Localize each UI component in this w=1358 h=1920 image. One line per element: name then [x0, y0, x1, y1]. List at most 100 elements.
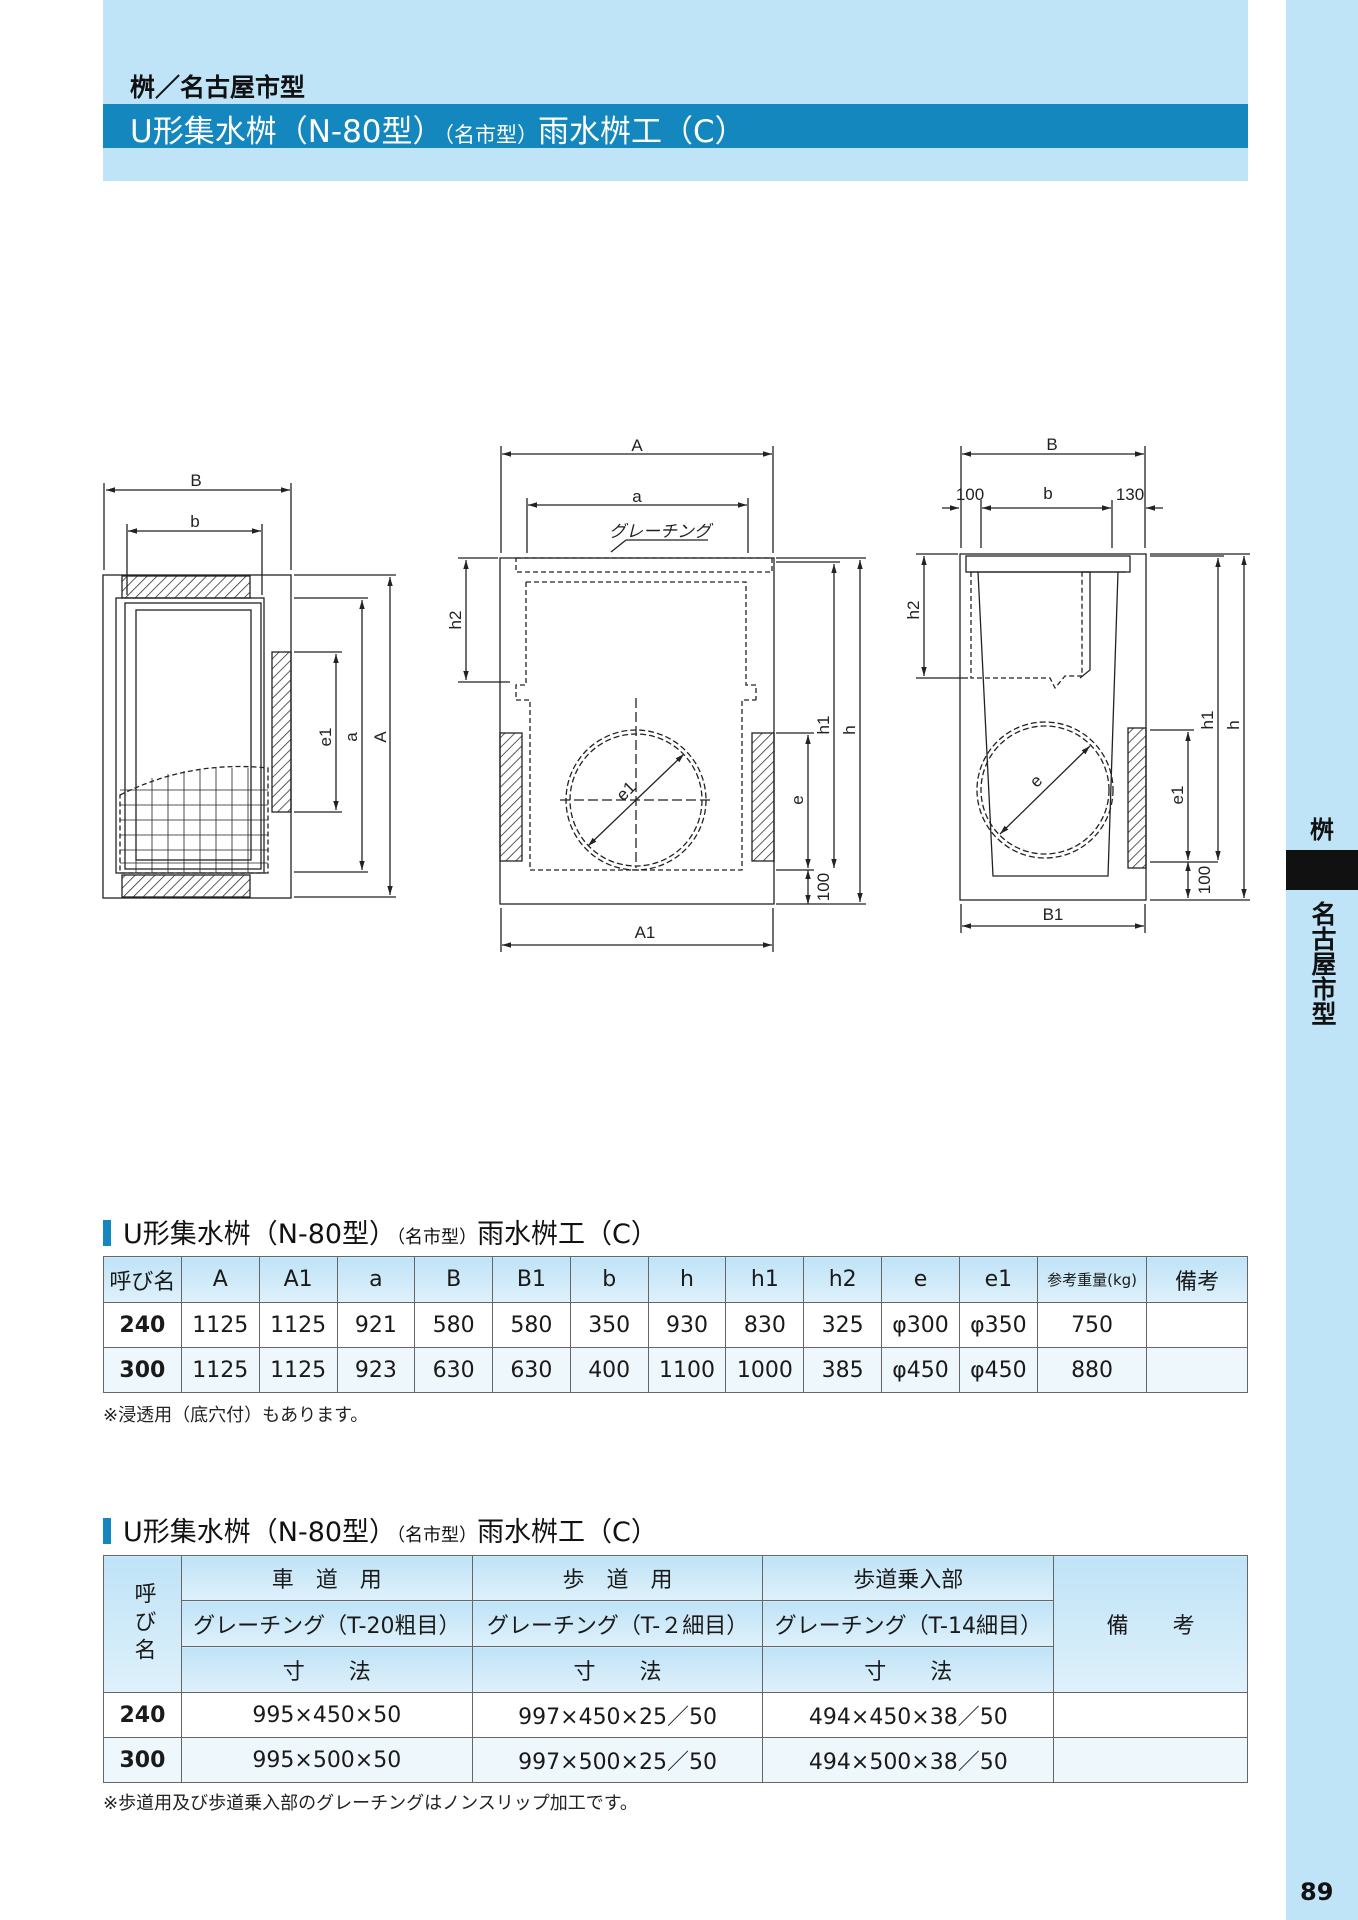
side-dim-130: 130: [1116, 485, 1144, 504]
table2-title: U形集水桝（N-80型）（名市型）雨水桝工（C）: [103, 1510, 658, 1549]
col-header: B: [414, 1256, 494, 1303]
table-cell: 630: [492, 1347, 571, 1393]
table-cell: 921: [336, 1302, 416, 1348]
front-dim-h: h: [840, 725, 859, 734]
col-header-name: 呼び名: [103, 1555, 182, 1693]
plan-view: [102, 483, 396, 899]
table-cell: 240: [103, 1302, 182, 1348]
front-dim-h2: h2: [446, 611, 465, 630]
group-header: 歩道乗入部: [762, 1555, 1055, 1601]
front-dim-100: 100: [814, 873, 833, 901]
side-dim-e1: e1: [1168, 786, 1187, 805]
title-marker: [103, 1220, 111, 1246]
grating-table: 呼び名 車 道 用 歩 道 用 歩道乗入部 備 考 グレーチング（T-20粗目）…: [103, 1555, 1248, 1783]
col-header: h1: [725, 1256, 805, 1303]
table-cell: 400: [569, 1347, 649, 1393]
plan-dim-B: B: [190, 471, 201, 490]
table-cell: 830: [725, 1302, 805, 1348]
col-header: e: [881, 1256, 960, 1303]
table2-note: ※歩道用及び歩道乗入部のグレーチングはノンスリップ加工です。: [103, 1793, 638, 1814]
table-cell: 1100: [647, 1347, 727, 1393]
group-header: 車 道 用: [180, 1555, 473, 1601]
col-header: A1: [258, 1256, 338, 1303]
side-dim-100b: 100: [1195, 866, 1214, 894]
col-header: e1: [958, 1256, 1038, 1303]
table-cell: 880: [1036, 1347, 1148, 1393]
table-row: 300 995×500×50 997×500×25／50 494×500×38／…: [103, 1737, 1248, 1783]
side-tab-label: 桝: [1310, 816, 1334, 844]
table-cell: 385: [803, 1347, 883, 1393]
col-header: h2: [803, 1256, 883, 1303]
dimensions-table: 呼び名 A A1 a B B1 b h h1 h2 e e1 参考重量(kg) …: [103, 1256, 1248, 1393]
table-cell: 494×450×38／50: [762, 1692, 1055, 1738]
col-header: h: [647, 1256, 727, 1303]
table-cell: φ450: [881, 1347, 960, 1393]
table-cell: 325: [803, 1302, 883, 1348]
table-row: 240 1125 1125 921 580 580 350 930 830 32…: [103, 1302, 1248, 1348]
plan-dim-e1: e1: [316, 728, 335, 747]
plan-dim-a: a: [342, 732, 361, 742]
dim-header: 寸 法: [471, 1646, 764, 1693]
table-cell: 923: [336, 1347, 416, 1393]
col-header: A: [180, 1256, 260, 1303]
table-cell: 1000: [725, 1347, 805, 1393]
title-marker: [103, 1518, 111, 1544]
front-dim-a: a: [632, 487, 642, 506]
table-cell: φ450: [958, 1347, 1038, 1393]
front-dim-A: A: [631, 436, 643, 455]
front-dim-e: e: [788, 795, 807, 804]
side-dim-B1: B1: [1043, 905, 1064, 924]
table-cell: 300: [103, 1347, 182, 1393]
col-header: B1: [492, 1256, 571, 1303]
table-cell: 750: [1036, 1302, 1148, 1348]
table-cell: 580: [414, 1302, 494, 1348]
table-cell: [1053, 1737, 1248, 1783]
grating-header: グレーチング（T-14細目）: [762, 1600, 1055, 1647]
plan-dim-b: b: [190, 512, 199, 531]
dim-header: 寸 法: [762, 1646, 1055, 1693]
col-header: 参考重量(kg): [1036, 1256, 1148, 1303]
col-header: a: [336, 1256, 416, 1303]
table-cell: 997×450×25／50: [471, 1692, 764, 1738]
table-cell: φ300: [881, 1302, 960, 1348]
page-number: 89: [1300, 1878, 1334, 1906]
side-dim-100: 100: [956, 485, 984, 504]
table-cell: 580: [492, 1302, 571, 1348]
table-cell: [1053, 1692, 1248, 1738]
table1-note: ※浸透用（底穴付）もあります。: [103, 1405, 369, 1426]
table-cell: 995×500×50: [180, 1737, 473, 1783]
table-cell: [1146, 1347, 1248, 1393]
table-cell: 995×450×50: [180, 1692, 473, 1738]
header-band: [103, 0, 1248, 181]
side-view: [916, 446, 1250, 933]
table1-title: U形集水桝（N-80型）（名市型）雨水桝工（C）: [103, 1212, 658, 1251]
table-cell: 350: [569, 1302, 649, 1348]
table-cell: 494×500×38／50: [762, 1737, 1055, 1783]
side-dim-h2: h2: [904, 601, 923, 620]
table-row: 240 995×450×50 997×450×25／50 494×450×38／…: [103, 1692, 1248, 1738]
table-cell: 930: [647, 1302, 727, 1348]
front-dim-A1: A1: [635, 923, 656, 942]
grating-header: グレーチング（T-20粗目）: [180, 1600, 473, 1647]
title-bar: [103, 104, 1248, 148]
technical-drawing: B b e1 a A A a グレーチング h2 e1: [102, 435, 1250, 952]
col-header: 備考: [1146, 1256, 1248, 1303]
side-dim-b: b: [1043, 484, 1052, 503]
group-header: 歩 道 用: [471, 1555, 764, 1601]
side-dim-e: e: [1026, 771, 1046, 791]
page-title: U形集水桝（N-80型）（名市型）雨水桝工（C）: [130, 114, 746, 150]
col-header: 呼び名: [103, 1256, 182, 1303]
table-cell: 1125: [258, 1302, 338, 1348]
grating-label: グレーチング: [609, 522, 714, 541]
table-row: 300 1125 1125 923 630 630 400 1100 1000 …: [103, 1347, 1248, 1393]
side-tab-marker: [1286, 850, 1358, 890]
side-dim-h1: h1: [1198, 711, 1217, 730]
category-label: 桝／名古屋市型: [130, 73, 306, 102]
table-cell: 630: [414, 1347, 494, 1393]
side-tab-category: 名古屋市型: [1308, 900, 1337, 1026]
col-header-remarks: 備 考: [1053, 1555, 1248, 1693]
table-cell: 1125: [258, 1347, 338, 1393]
table-cell: φ350: [958, 1302, 1038, 1348]
table-cell: [1146, 1302, 1248, 1348]
table-cell: 1125: [180, 1347, 260, 1393]
